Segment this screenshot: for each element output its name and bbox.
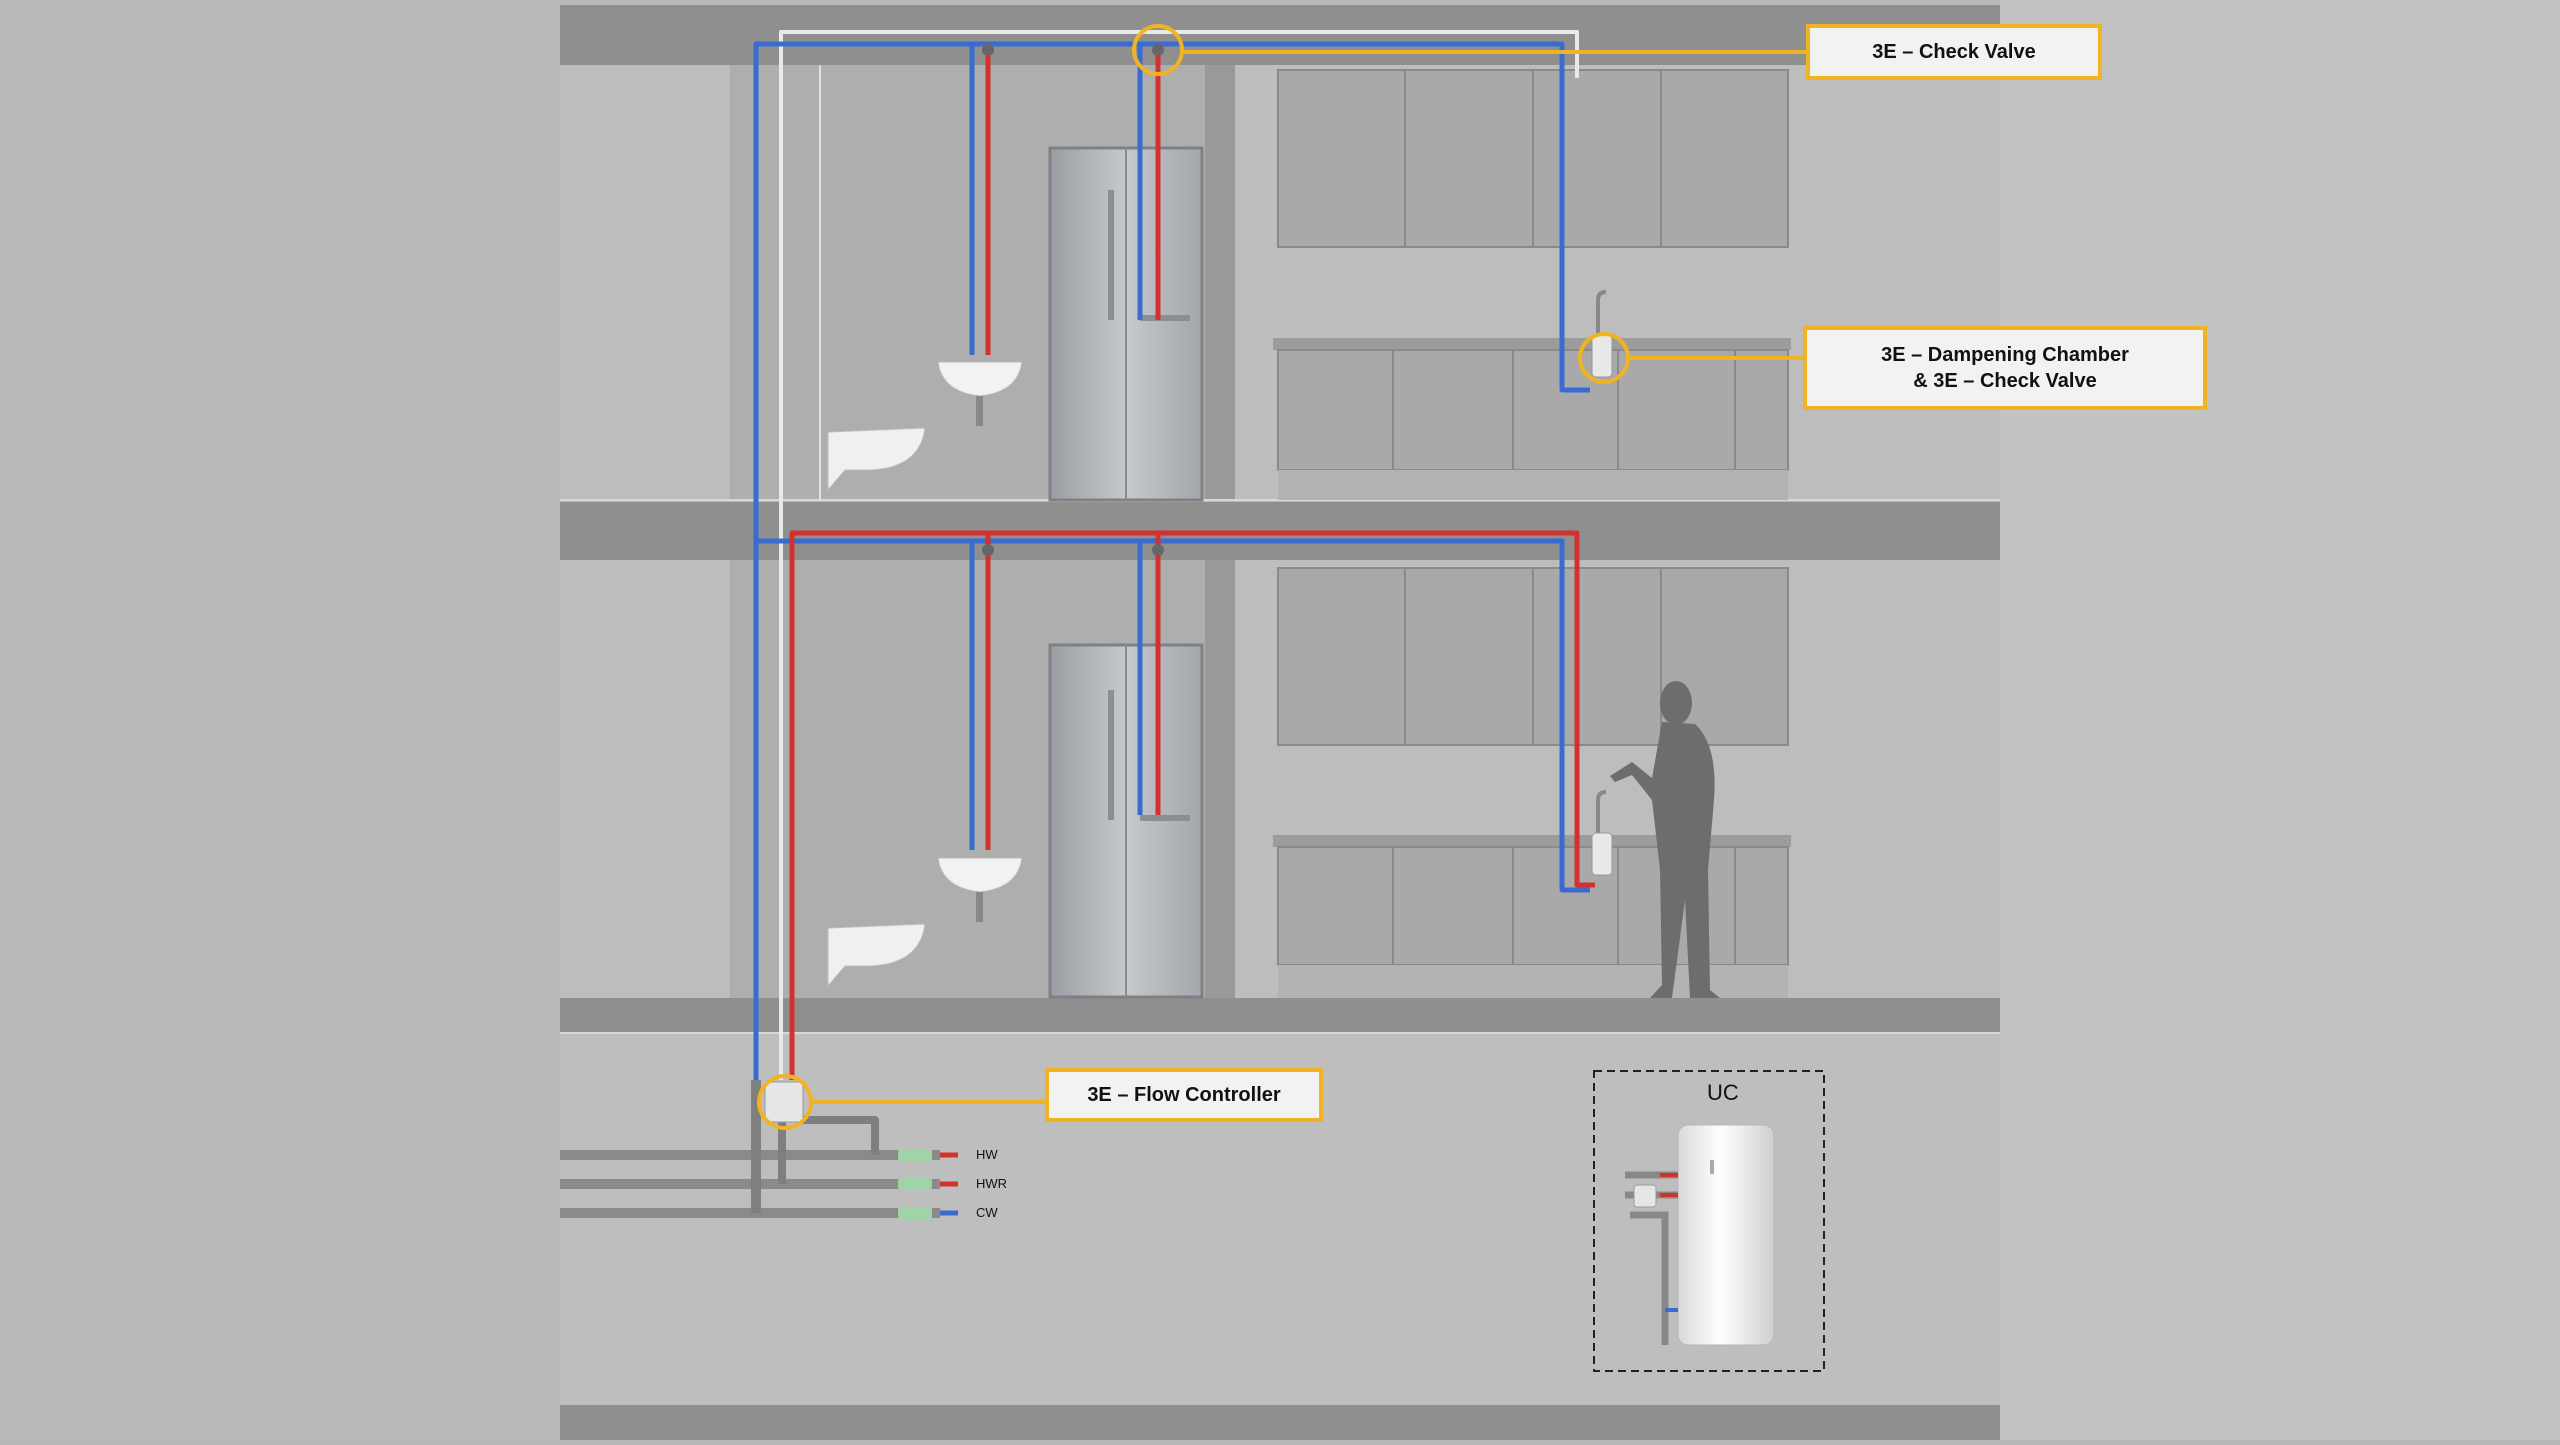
hwr-flow-indicator <box>898 1178 932 1190</box>
hwr-pipe-label: HWR <box>976 1176 1008 1191</box>
right-background <box>2000 0 2560 1440</box>
hot-water-lower-branch <box>789 530 1595 1080</box>
lower-kitchen-tap <box>1591 790 1613 876</box>
uc-unit-box <box>1593 1070 1825 1372</box>
person-silhouette <box>1610 681 1720 998</box>
basement-slab <box>560 1405 2000 1440</box>
lower-wall-cabinets <box>1277 567 1789 746</box>
upper-wall-cabinets <box>1277 69 1789 248</box>
check-valve-callout: 3E – Check Valve <box>1806 24 2102 80</box>
valve-icon <box>1152 544 1164 556</box>
upper-toilet <box>827 427 926 492</box>
piping <box>560 30 1595 1218</box>
upper-kitchen-tap <box>1591 290 1613 378</box>
lower-washbasin <box>937 857 1023 922</box>
callout-markers <box>757 24 1806 1130</box>
upper-partition <box>1205 65 1235 500</box>
lower-shower-enclosure <box>1048 643 1204 999</box>
cw-pipe-label: CW <box>976 1205 998 1220</box>
roof-slab <box>560 5 2000 65</box>
valve-icon <box>982 544 994 556</box>
cw-flow-indicator <box>898 1207 932 1219</box>
check-valve-label: 3E – Check Valve <box>1872 41 2036 63</box>
dampening-chamber-callout: 3E – Dampening Chamber & 3E – Check Valv… <box>1803 326 2207 410</box>
left-background <box>0 0 560 1440</box>
upper-base-cabinets <box>1273 338 1791 500</box>
lower-floor-slab <box>560 998 2000 1033</box>
hw-flow-indicator <box>898 1149 932 1161</box>
valve-icon <box>1152 44 1164 56</box>
upper-washbasin <box>937 361 1023 426</box>
flow-controller-label: 3E – Flow Controller <box>1087 1084 1281 1106</box>
dampening-chamber-label: 3E – Dampening Chamber <box>1881 344 2129 366</box>
hw-pipe-label: HW <box>976 1147 998 1162</box>
lower-toilet <box>827 923 926 988</box>
flow-controller-callout: 3E – Flow Controller <box>1045 1068 1323 1122</box>
valve-icon <box>982 44 994 56</box>
lower-partition <box>1205 560 1235 998</box>
uc-label: UC <box>1707 1080 1739 1105</box>
flow-controller-device <box>764 1081 804 1123</box>
cold-water-riser <box>753 41 1590 1080</box>
dampening-check-valve-label: & 3E – Check Valve <box>1913 370 2097 392</box>
lower-base-cabinets <box>1273 835 1791 998</box>
hot-water-return-riser <box>779 30 1579 1080</box>
upper-shower-enclosure <box>1048 146 1204 502</box>
